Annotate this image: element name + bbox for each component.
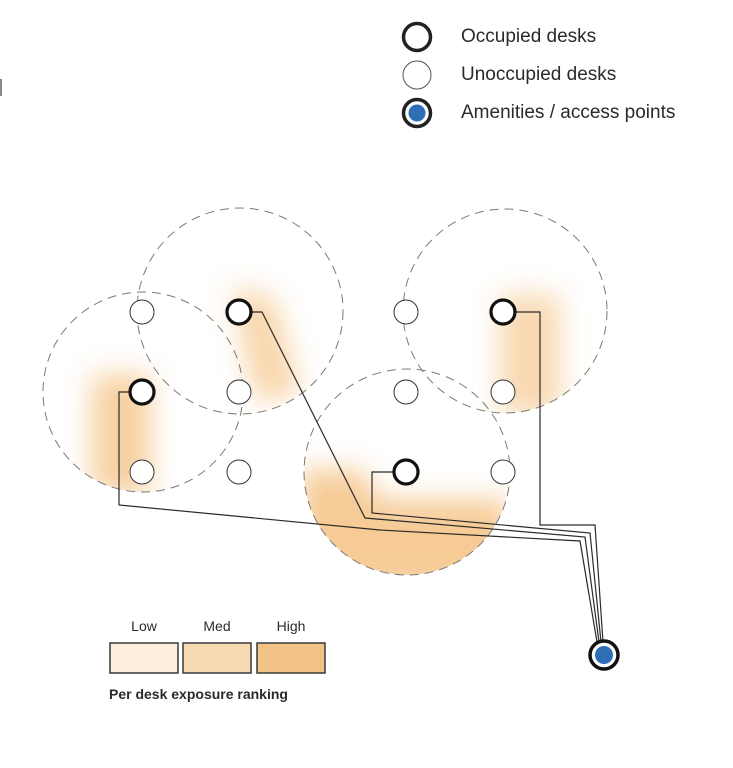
amenity-icon-fill	[408, 104, 426, 122]
unoccupied-desk[interactable]	[129, 299, 155, 325]
legend-label-occupied: Occupied desks	[461, 26, 597, 47]
heat-zone-center	[304, 470, 510, 575]
swatch-low	[109, 642, 179, 674]
route-center-desk	[371, 471, 602, 643]
scale-label-med: Med	[203, 618, 231, 634]
amenity-fill	[595, 646, 613, 664]
occupied-desk[interactable]	[489, 298, 517, 326]
exposure-scale-swatches	[109, 642, 326, 674]
occupied-desk[interactable]	[128, 378, 156, 406]
scale-label-low: Low	[131, 618, 157, 634]
amenity-access-point[interactable]	[588, 639, 620, 671]
edge-marker	[0, 79, 2, 96]
route-upper-left-desk	[251, 311, 600, 643]
scale-label-high: High	[276, 618, 306, 634]
occupied-desk[interactable]	[392, 458, 420, 486]
scale-title: Per desk exposure ranking	[109, 686, 288, 702]
swatch-med	[182, 642, 252, 674]
route-layer	[118, 311, 604, 643]
swatch-high	[256, 642, 326, 674]
unoccupied-desk[interactable]	[393, 379, 419, 405]
unoccupied-desk[interactable]	[490, 379, 516, 405]
unoccupied-desk[interactable]	[226, 459, 252, 485]
route-left-desk	[118, 391, 598, 643]
occupied-desk[interactable]	[225, 298, 253, 326]
unoccupied-desk[interactable]	[129, 459, 155, 485]
legend-label-amenities: Amenities / access points	[461, 102, 676, 123]
unoccupied-desk[interactable]	[226, 379, 252, 405]
route-right-desk	[515, 311, 604, 643]
legend-icons	[401, 21, 433, 129]
exposure-heat-layer	[92, 285, 560, 575]
legend-label-unoccupied: Unoccupied desks	[461, 64, 617, 85]
desk-grid	[128, 298, 517, 486]
unoccupied-desk-icon	[402, 60, 432, 90]
unoccupied-desk[interactable]	[393, 299, 419, 325]
unoccupied-desk[interactable]	[490, 459, 516, 485]
occupied-desk-icon	[401, 21, 433, 53]
